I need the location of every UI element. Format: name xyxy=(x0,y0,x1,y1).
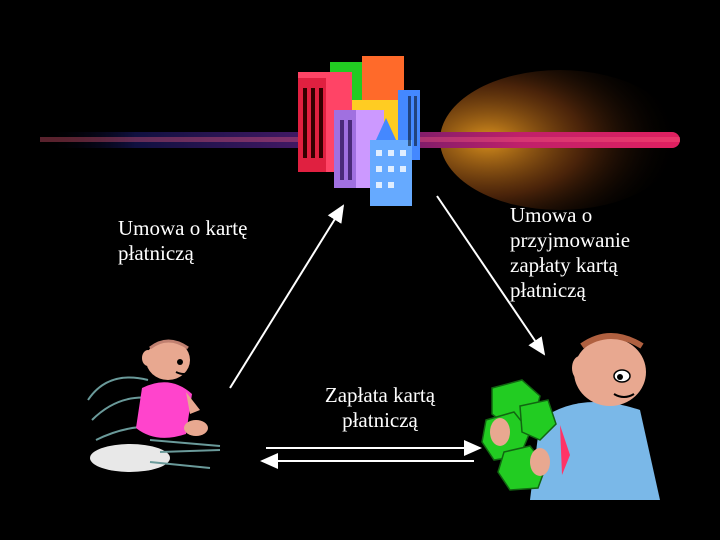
office-buildings-icon xyxy=(298,56,420,206)
label-card-agreement: Umowa o kartę płatniczą xyxy=(118,216,248,265)
arrow-cardholder-bank xyxy=(229,204,345,389)
label-acceptance-agreement: Umowa o przyjmowanie zapłaty kartą płatn… xyxy=(510,203,631,302)
arrow-bank-merchant xyxy=(436,195,546,356)
running-man-icon xyxy=(87,339,221,472)
man-holding-money-icon xyxy=(481,333,660,500)
label-card-payment: Zapłata kartą płatniczą xyxy=(324,383,436,432)
